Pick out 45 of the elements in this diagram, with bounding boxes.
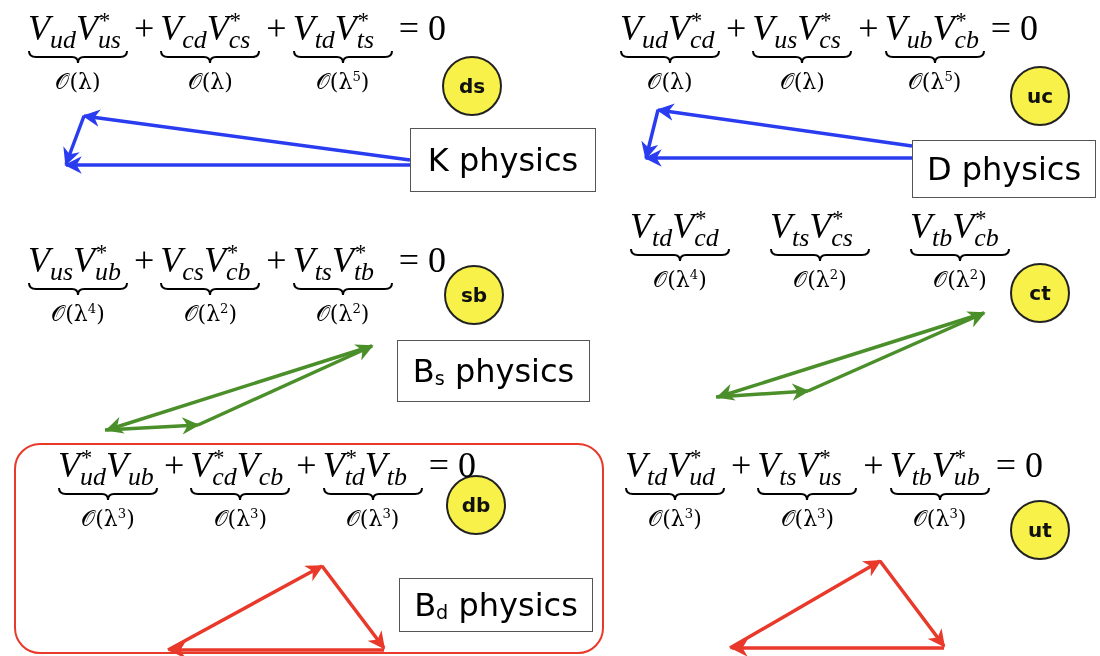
order-estimate: 𝒪(λ) xyxy=(187,68,233,96)
order-estimate: 𝒪(λ) xyxy=(779,68,825,96)
order-estimate: 𝒪(λ$^{3}$) xyxy=(780,505,835,533)
order-estimate: 𝒪(λ$^{3}$) xyxy=(912,505,967,533)
operator: + xyxy=(133,7,156,50)
matrix-element-product: V$^{*}$$_{cd}$V$_{cb}$ xyxy=(190,443,285,487)
badge-circle: ds xyxy=(442,56,502,116)
operator: + xyxy=(862,444,885,487)
badge-circle: ut xyxy=(1010,500,1070,560)
operator: + xyxy=(265,7,288,50)
order-estimate: 𝒪(λ$^{2}$) xyxy=(933,266,987,294)
order-estimate: 𝒪(λ$^{4}$) xyxy=(51,300,105,328)
matrix-element-product: V$^{*}$$_{td}$V$_{tb}$ xyxy=(322,443,408,487)
order-estimate: 𝒪(λ) xyxy=(647,68,693,96)
order-estimate: 𝒪(λ) xyxy=(55,68,101,96)
order-estimate: 𝒪(λ$^{3}$) xyxy=(81,505,135,533)
operator: = 0 xyxy=(994,444,1044,487)
matrix-element-product: V$^{*}$$_{ud}$V$_{ub}$ xyxy=(58,443,155,487)
operator: + xyxy=(163,444,186,487)
rounded-frame xyxy=(14,443,604,654)
order-estimate: 𝒪(λ$^{3}$) xyxy=(345,505,400,533)
operator: + xyxy=(730,444,753,487)
label-box: D physics xyxy=(912,140,1096,198)
operator: + xyxy=(857,7,880,50)
order-estimate: 𝒪(λ$^{2}$) xyxy=(183,300,238,328)
operator: = 0 xyxy=(989,7,1039,50)
operator: + xyxy=(133,239,156,282)
order-estimate: 𝒪(λ$^{5}$) xyxy=(315,68,370,96)
order-estimate: 𝒪(λ$^{3}$) xyxy=(213,505,268,533)
order-estimate: 𝒪(λ$^{5}$) xyxy=(907,68,962,96)
label-box: K physics xyxy=(410,128,596,192)
operator: + xyxy=(265,239,288,282)
order-estimate: 𝒪(λ$^{4}$) xyxy=(653,266,707,294)
operator: + xyxy=(295,444,318,487)
badge-circle: ct xyxy=(1010,263,1070,323)
order-estimate: 𝒪(λ$^{3}$) xyxy=(648,505,702,533)
operator: = 0 xyxy=(397,7,447,50)
badge-circle: uc xyxy=(1010,66,1070,126)
label-box: B$_{s}$ physics xyxy=(397,340,590,402)
badge-circle: sb xyxy=(444,265,504,325)
order-estimate: 𝒪(λ$^{2}$) xyxy=(315,300,370,328)
operator: + xyxy=(725,7,748,50)
order-estimate: 𝒪(λ$^{2}$) xyxy=(793,266,847,294)
label-box: B$_{d}$ physics xyxy=(399,578,593,632)
operator: = 0 xyxy=(397,239,447,282)
